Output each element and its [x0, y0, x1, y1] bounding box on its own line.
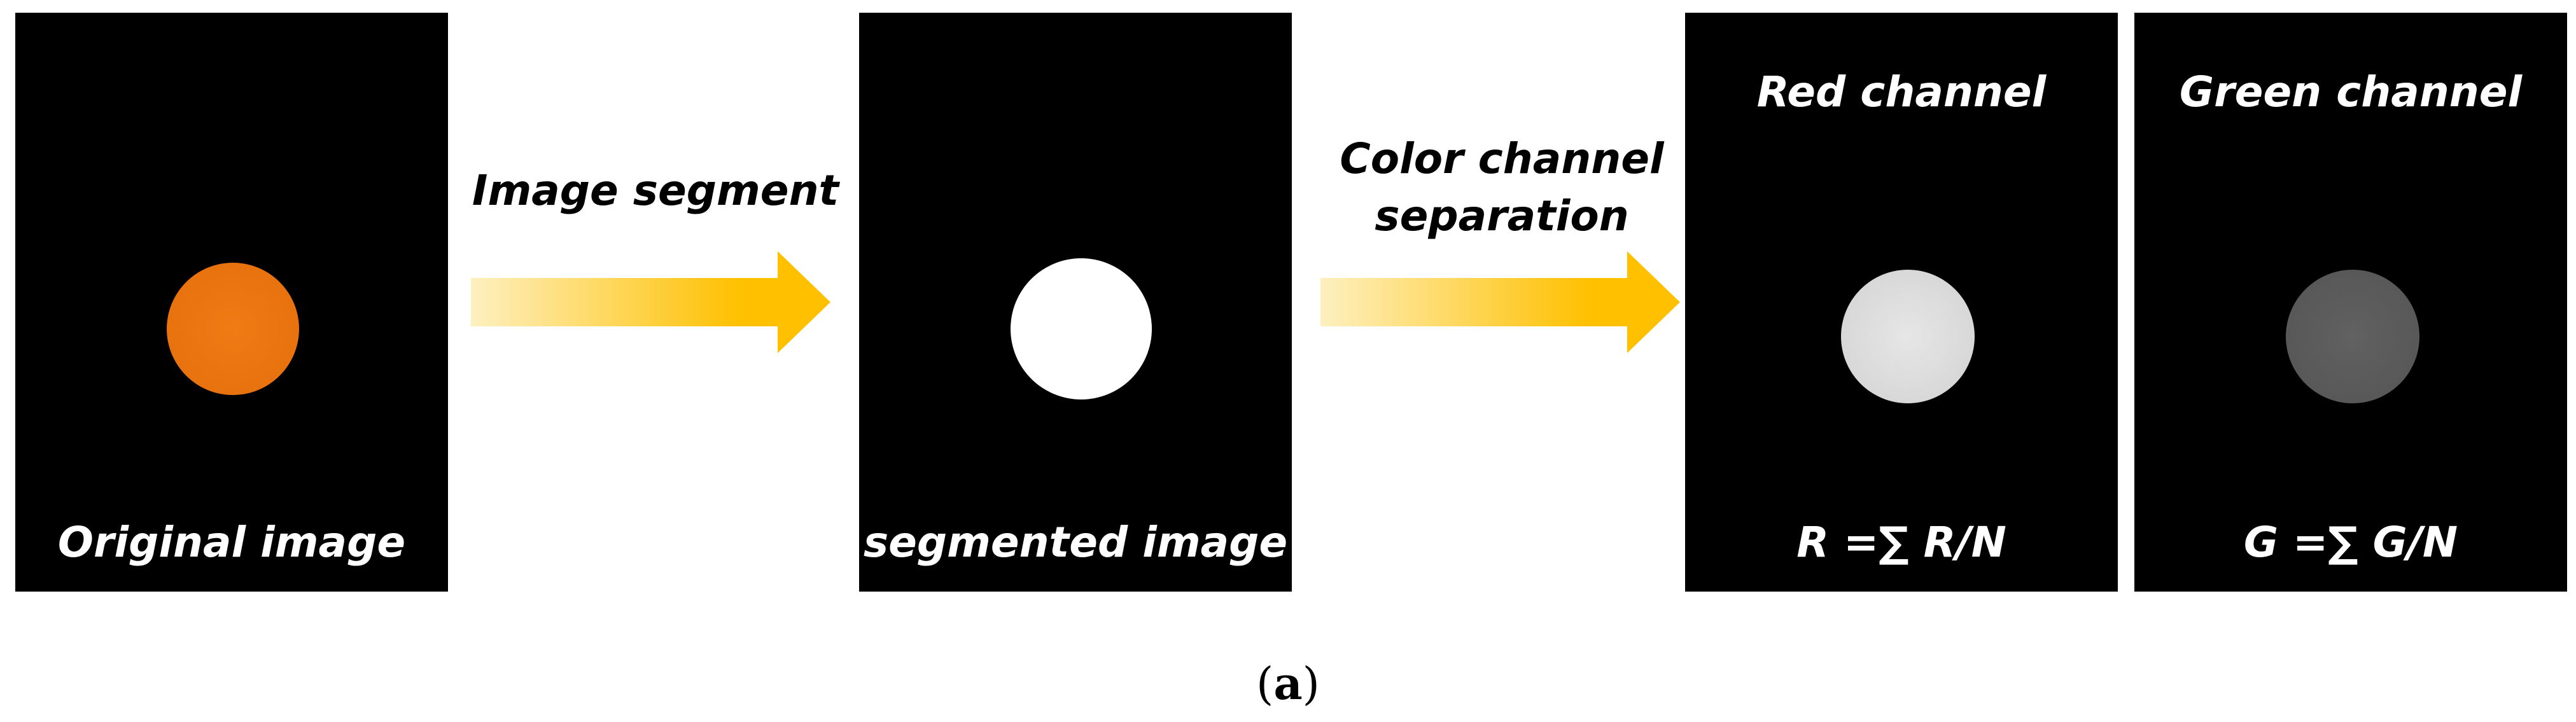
- red-channel-formula: R =∑ R/N: [1796, 518, 2006, 567]
- caption-close: ): [1302, 658, 1320, 710]
- segment-arrow-icon: [471, 251, 830, 353]
- separation-arrow-icon: [1320, 251, 1680, 353]
- segmented-white-disc: [1011, 258, 1152, 399]
- original-image-panel: Original image: [15, 13, 448, 592]
- segmented-image-panel: segmented image: [859, 13, 1292, 592]
- caption-open: (: [1256, 658, 1274, 710]
- orange-disc: [167, 263, 299, 395]
- figure-caption: (a): [0, 662, 2576, 707]
- separation-label-line2: separation: [1375, 191, 1629, 240]
- red-channel-panel: Red channel R =∑ R/N: [1685, 13, 2118, 592]
- green-channel-formula: G =∑ G/N: [2243, 518, 2458, 567]
- green-channel-panel: Green channel G =∑ G/N: [2134, 13, 2567, 592]
- color-channel-separation-label: Color channel separation: [1311, 130, 1693, 245]
- segmented-image-label: segmented image: [863, 518, 1288, 567]
- original-image-label: Original image: [57, 518, 406, 567]
- red-channel-disc: [1841, 270, 1975, 403]
- separation-label-line1: Color channel: [1340, 134, 1664, 183]
- red-channel-title: Red channel: [1756, 67, 2047, 116]
- green-channel-disc: [2286, 270, 2419, 403]
- green-channel-title: Green channel: [2179, 67, 2523, 116]
- image-segment-label: Image segment: [472, 166, 839, 215]
- caption-letter: a: [1273, 657, 1303, 710]
